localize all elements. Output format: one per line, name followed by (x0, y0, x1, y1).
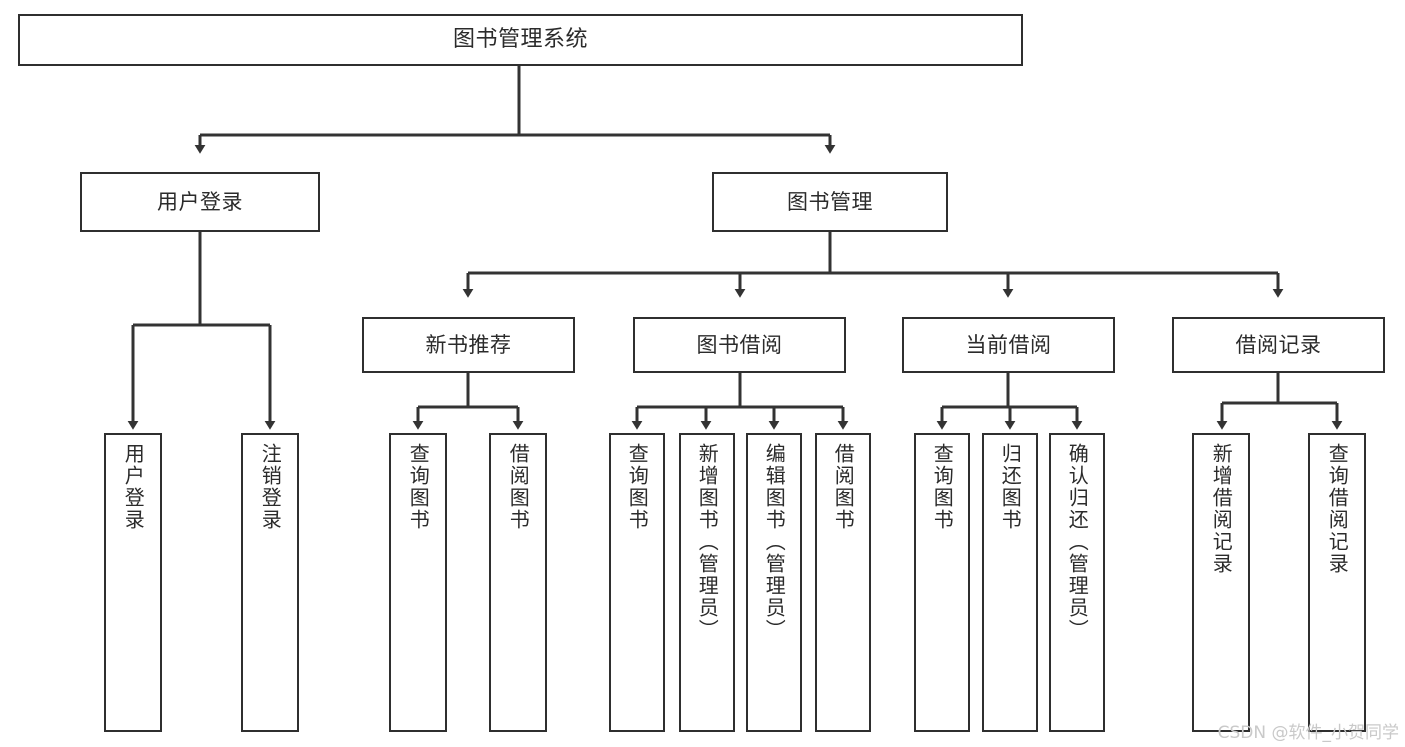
leaf-confirm-return[interactable]: 确认归还（管理员） (1049, 433, 1105, 732)
leaf-query-book-2[interactable]: 查询图书 (609, 433, 665, 732)
leaf-user-login-label: 用户登录 (121, 443, 146, 531)
node-book-borrow-label: 图书借阅 (696, 332, 783, 357)
leaf-borrow-book-1-label: 借阅图书 (506, 443, 531, 531)
node-current-borrow-label: 当前借阅 (965, 332, 1052, 357)
leaf-add-book-label: 新增图书（管理员） (695, 443, 720, 641)
node-user-login-label: 用户登录 (157, 189, 243, 214)
leaf-query-book-1-label: 查询图书 (406, 443, 431, 531)
leaf-return-book[interactable]: 归还图书 (982, 433, 1038, 732)
leaf-user-login[interactable]: 用户登录 (104, 433, 162, 732)
node-root-label: 图书管理系统 (452, 27, 588, 53)
leaf-return-book-label: 归还图书 (998, 443, 1023, 531)
leaf-logout-login-label: 注销登录 (258, 443, 283, 531)
leaf-borrow-book-2[interactable]: 借阅图书 (815, 433, 871, 732)
node-book-management-label: 图书管理 (787, 189, 873, 214)
leaf-query-book-3[interactable]: 查询图书 (914, 433, 970, 732)
node-book-management[interactable]: 图书管理 (712, 172, 948, 232)
watermark: CSDN @软件_小贺同学 (1217, 723, 1399, 743)
leaf-query-book-1[interactable]: 查询图书 (389, 433, 447, 732)
leaf-add-book[interactable]: 新增图书（管理员） (679, 433, 735, 732)
leaf-edit-book[interactable]: 编辑图书（管理员） (746, 433, 802, 732)
node-new-book-recommend[interactable]: 新书推荐 (362, 317, 575, 373)
leaf-confirm-return-label: 确认归还（管理员） (1065, 443, 1090, 641)
leaf-borrow-book-1[interactable]: 借阅图书 (489, 433, 547, 732)
node-current-borrow[interactable]: 当前借阅 (902, 317, 1115, 373)
node-new-book-recommend-label: 新书推荐 (425, 332, 512, 357)
leaf-borrow-book-2-label: 借阅图书 (831, 443, 856, 531)
node-user-login[interactable]: 用户登录 (80, 172, 320, 232)
leaf-query-record-label: 查询借阅记录 (1325, 443, 1350, 575)
node-root[interactable]: 图书管理系统 (18, 14, 1023, 66)
leaf-edit-book-label: 编辑图书（管理员） (762, 443, 787, 641)
leaf-query-record[interactable]: 查询借阅记录 (1308, 433, 1366, 732)
leaf-logout-login[interactable]: 注销登录 (241, 433, 299, 732)
leaf-add-record-label: 新增借阅记录 (1209, 443, 1234, 575)
leaf-query-book-2-label: 查询图书 (625, 443, 650, 531)
node-borrow-record-label: 借阅记录 (1235, 332, 1322, 357)
leaf-add-record[interactable]: 新增借阅记录 (1192, 433, 1250, 732)
node-book-borrow[interactable]: 图书借阅 (633, 317, 846, 373)
leaf-query-book-3-label: 查询图书 (930, 443, 955, 531)
node-borrow-record[interactable]: 借阅记录 (1172, 317, 1385, 373)
